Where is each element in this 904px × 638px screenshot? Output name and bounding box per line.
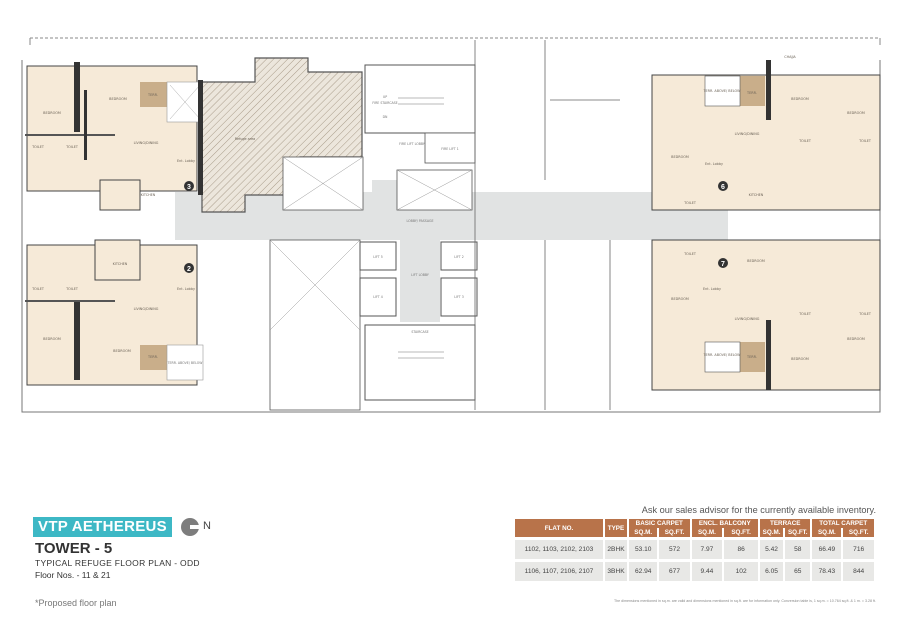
north-label: N xyxy=(203,520,211,532)
header-sqm: SQ.M. xyxy=(629,528,658,537)
header-sqm: SQ.M. xyxy=(760,528,784,537)
inventory-note: Ask our sales advisor for the currently … xyxy=(641,505,876,515)
header-sqft: SQ.FT. xyxy=(659,528,690,537)
svg-text:BEDROOM: BEDROOM xyxy=(671,297,689,301)
unit-marker-7: 7 xyxy=(718,258,728,268)
svg-text:7: 7 xyxy=(721,261,725,268)
svg-text:LIFT 2: LIFT 2 xyxy=(454,255,463,259)
svg-text:LIVING/DINING: LIVING/DINING xyxy=(134,307,159,311)
svg-text:TERR.: TERR. xyxy=(147,355,158,359)
svg-text:BEDROOM: BEDROOM xyxy=(109,97,127,101)
svg-text:KITCHEN: KITCHEN xyxy=(113,262,128,266)
north-arrow-icon xyxy=(181,518,200,536)
svg-text:BEDROOM: BEDROOM xyxy=(43,337,61,341)
header-sqm: SQ.M. xyxy=(812,528,842,537)
unit-marker-3: 3 xyxy=(184,181,194,191)
svg-text:BEDROOM: BEDROOM xyxy=(671,155,689,159)
svg-text:TERR. ABOVE/ BELOW: TERR. ABOVE/ BELOW xyxy=(702,89,741,93)
svg-text:TOILET: TOILET xyxy=(65,287,79,291)
svg-text:TERR. ABOVE/ BELOW: TERR. ABOVE/ BELOW xyxy=(702,353,741,357)
svg-text:LIVING/DINING: LIVING/DINING xyxy=(735,132,760,136)
svg-text:Refuge area: Refuge area xyxy=(235,137,256,141)
unit-6: TERR. ABOVE/ BELOW TERR. BEDROOM BEDROOM… xyxy=(651,55,881,211)
header-sqm: SQ.M. xyxy=(691,528,723,537)
svg-text:FIRE LIFT LOBBY: FIRE LIFT LOBBY xyxy=(399,142,425,146)
svg-text:CHAJJA: CHAJJA xyxy=(784,55,796,59)
svg-text:TERR.: TERR. xyxy=(147,93,158,97)
svg-text:BEDROOM: BEDROOM xyxy=(791,357,809,361)
svg-text:LIFT 5: LIFT 5 xyxy=(373,255,382,259)
svg-text:BEDROOM: BEDROOM xyxy=(43,111,61,115)
header-balcony: ENCL. BALCONY xyxy=(691,519,758,528)
svg-text:LIFT 3: LIFT 3 xyxy=(454,295,463,299)
svg-text:FIRE LIFT 1: FIRE LIFT 1 xyxy=(441,147,459,151)
svg-text:BEDROOM: BEDROOM xyxy=(791,97,809,101)
svg-text:STAIRCASE: STAIRCASE xyxy=(411,330,428,334)
svg-text:DN: DN xyxy=(383,115,388,119)
svg-text:LIVING/DINING: LIVING/DINING xyxy=(134,141,159,145)
header-basic: BASIC CARPET xyxy=(629,519,690,528)
core: UP DN FIRE STAIRCASE FIRE LIFT LOBBY FIR… xyxy=(359,64,478,401)
svg-text:KITCHEN: KITCHEN xyxy=(141,193,156,197)
svg-text:Ent. Lobby: Ent. Lobby xyxy=(177,287,195,291)
corridor xyxy=(175,180,728,322)
svg-text:FIRE STAIRCASE: FIRE STAIRCASE xyxy=(372,101,397,105)
unit-marker-2: 2 xyxy=(184,263,194,273)
svg-text:BEDROOM: BEDROOM xyxy=(747,259,765,263)
svg-text:TERR.: TERR. xyxy=(746,91,757,95)
svg-text:TOILET: TOILET xyxy=(683,201,697,205)
svg-text:TOILET: TOILET xyxy=(31,145,45,149)
svg-text:TOILET: TOILET xyxy=(65,145,79,149)
header-sqft: SQ.FT. xyxy=(785,528,811,537)
svg-text:TOILET: TOILET xyxy=(798,139,812,143)
svg-text:6: 6 xyxy=(721,184,725,191)
svg-text:Ent. Lobby: Ent. Lobby xyxy=(703,287,721,291)
svg-text:LIFT 4: LIFT 4 xyxy=(373,295,382,299)
svg-text:BEDROOM: BEDROOM xyxy=(847,111,865,115)
header-sqft: SQ.FT. xyxy=(724,528,758,537)
svg-text:TOILET: TOILET xyxy=(798,312,812,316)
floor-plan-drawing: LOBBY/ PASSAGE BEDROOM BEDROOM TERR. TOI… xyxy=(21,37,881,413)
svg-text:UP: UP xyxy=(383,95,387,99)
svg-text:TOILET: TOILET xyxy=(858,312,872,316)
header-total: TOTAL CARPET xyxy=(812,519,874,528)
svg-text:Ent. Lobby: Ent. Lobby xyxy=(177,159,195,163)
project-name-badge: VTP AETHEREUS xyxy=(33,517,172,537)
svg-text:LIVING/DINING: LIVING/DINING xyxy=(735,317,760,321)
floor-numbers: Floor Nos. - 11 & 21 xyxy=(35,570,111,580)
unit-marker-6: 6 xyxy=(718,181,728,191)
svg-text:KITCHEN: KITCHEN xyxy=(749,193,764,197)
svg-text:TOILET: TOILET xyxy=(683,252,697,256)
proposed-note: *Proposed floor plan xyxy=(35,598,117,608)
svg-text:3: 3 xyxy=(187,184,191,191)
svg-text:BEDROOM: BEDROOM xyxy=(113,349,131,353)
conversion-footnote: The dimensions mentioned in sq.m. are va… xyxy=(613,599,876,603)
plan-title: TYPICAL REFUGE FLOOR PLAN - ODD xyxy=(35,558,200,568)
svg-text:TOILET: TOILET xyxy=(31,287,45,291)
area-table: FLAT NO. TYPE BASIC CARPET ENCL. BALCONY… xyxy=(513,519,876,581)
svg-text:Ent. Lobby: Ent. Lobby xyxy=(705,162,723,166)
svg-text:2: 2 xyxy=(187,266,191,273)
header-flat: FLAT NO. xyxy=(515,519,603,537)
header-type: TYPE xyxy=(605,519,627,537)
tower-title: TOWER - 5 xyxy=(35,540,113,557)
svg-text:LIFT LOBBY: LIFT LOBBY xyxy=(411,273,429,277)
svg-text:TERR.: TERR. xyxy=(746,355,757,359)
svg-text:BEDROOM: BEDROOM xyxy=(847,337,865,341)
svg-text:TERR. ABOVE/ BELOW: TERR. ABOVE/ BELOW xyxy=(167,361,204,365)
svg-text:TOILET: TOILET xyxy=(858,139,872,143)
header-sqft: SQ.FT. xyxy=(843,528,874,537)
building-outline xyxy=(21,60,881,413)
header-terrace: TERRACE xyxy=(760,519,811,528)
passage-label: LOBBY/ PASSAGE xyxy=(406,219,433,223)
unit-7: TERR. ABOVE/ BELOW TERR. BEDROOM BEDROOM… xyxy=(651,239,881,391)
